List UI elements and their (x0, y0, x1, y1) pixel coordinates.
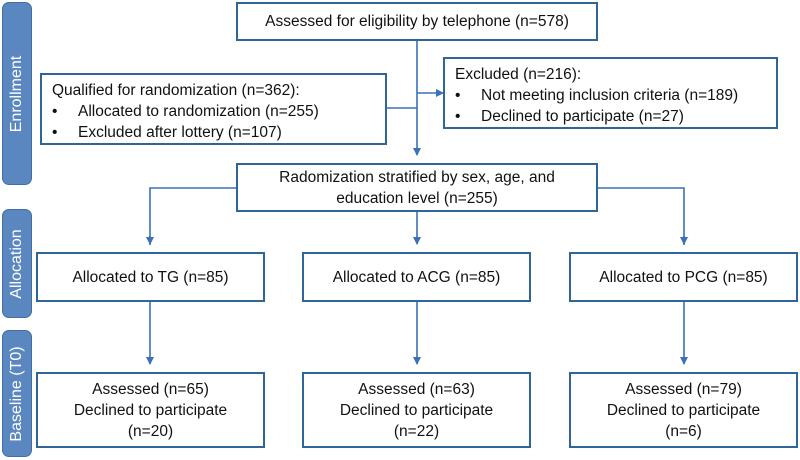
connector-branch (598, 187, 685, 245)
connector-branch (149, 187, 236, 245)
allocated-acg-box: Allocated to ACG (n=85) (302, 252, 531, 302)
allocated-acg-text: Allocated to ACG (n=85) (332, 268, 501, 286)
allocated-pcg-box: Allocated to PCG (n=85) (569, 252, 798, 302)
bullet-dot: • (52, 103, 58, 120)
baseline-tg-line: Assessed (n=65) (92, 380, 209, 398)
baseline-pcg-line: (n=6) (665, 422, 702, 440)
qualified-title: Qualified for randomization (n=362): (52, 82, 300, 99)
excluded-bullet: • Declined to participate (n=27) (455, 106, 766, 127)
baseline-acg-line: Declined to participate (339, 401, 494, 419)
phase-label-enrollment: Enrollment (2, 2, 32, 185)
qualified-bullet-text: Excluded after lottery (n=107) (78, 124, 282, 141)
baseline-acg-line: Assessed (n=63) (358, 380, 475, 398)
phase-label-allocation: Allocation (2, 209, 32, 318)
baseline-tg-line: Declined to participate (73, 401, 228, 419)
excluded-bullet-text: Not meeting inclusion criteria (n=189) (481, 87, 739, 104)
excluded-title: Excluded (n=216): (455, 66, 582, 83)
randomization-line: Radomization stratified by sex, age, and (279, 168, 555, 186)
baseline-tg-line: (n=20) (127, 422, 174, 440)
excluded-box: Excluded (n=216): • Not meeting inclusio… (443, 57, 778, 129)
qualified-box: Qualified for randomization (n=362): • A… (40, 73, 387, 145)
allocated-tg-text: Allocated to TG (n=85) (72, 268, 229, 286)
allocated-tg-box: Allocated to TG (n=85) (36, 252, 265, 302)
baseline-acg-box: Assessed (n=63) Declined to participate … (302, 372, 531, 448)
qualified-bullet: • Allocated to randomization (n=255) (52, 101, 375, 122)
assessed-eligibility-box: Assessed for eligibility by telephone (n… (236, 2, 598, 41)
bullet-dot: • (455, 87, 461, 104)
allocated-pcg-text: Allocated to PCG (n=85) (599, 268, 768, 286)
baseline-acg-line: (n=22) (393, 422, 440, 440)
excluded-bullet-text: Declined to participate (n=27) (481, 108, 684, 125)
qualified-bullet: • Excluded after lottery (n=107) (52, 122, 375, 143)
assessed-eligibility-text: Assessed for eligibility by telephone (n… (265, 13, 569, 30)
qualified-bullet-text: Allocated to randomization (n=255) (78, 103, 319, 120)
baseline-pcg-line: Assessed (n=79) (625, 380, 742, 398)
randomization-line: education level (n=255) (336, 189, 498, 207)
randomization-box: Radomization stratified by sex, age, and… (236, 163, 598, 212)
baseline-pcg-box: Assessed (n=79) Declined to participate … (569, 372, 798, 448)
baseline-pcg-line: Declined to participate (606, 401, 761, 419)
baseline-tg-box: Assessed (n=65) Declined to participate … (36, 372, 265, 448)
phase-label-baseline: Baseline (T0) (2, 330, 32, 457)
bullet-dot: • (52, 124, 58, 141)
bullet-dot: • (455, 108, 461, 125)
excluded-bullet: • Not meeting inclusion criteria (n=189) (455, 85, 766, 106)
